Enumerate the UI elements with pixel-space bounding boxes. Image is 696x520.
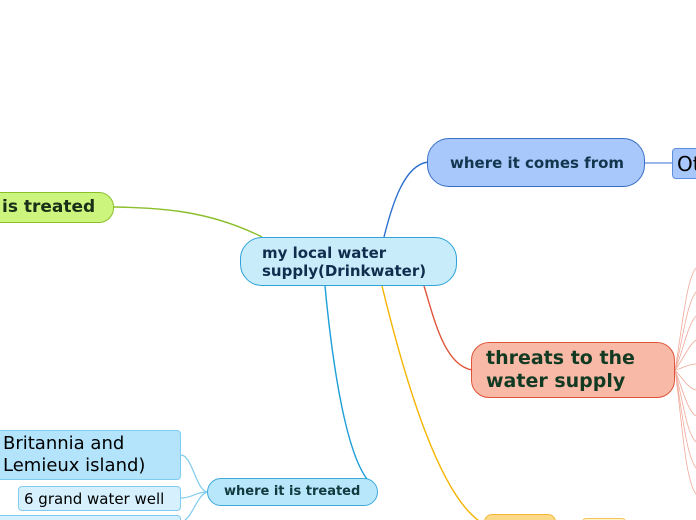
topic-where-it-is-treated[interactable]: where it is treated	[207, 478, 378, 506]
topic-where-it-is-treated-label: where it is treated	[224, 484, 361, 500]
topic-threats[interactable]: threats to the water supply	[471, 342, 675, 398]
topic-is-treated[interactable]: is treated	[0, 192, 114, 223]
connector-central-to-treated-left	[113, 206, 263, 238]
fanout-line	[674, 291, 696, 371]
topic-bottom-partial[interactable]	[484, 514, 556, 520]
fanout-line	[674, 369, 696, 417]
topic-threats-label: threats to the water supply	[486, 347, 635, 392]
subtopic-ot-label: Ot	[677, 151, 696, 176]
fanout-line	[674, 369, 696, 469]
subtopic-ot[interactable]: Ot	[672, 148, 696, 179]
central-topic[interactable]: my local water supply(Drinkwater)	[240, 237, 457, 286]
subtopic-grand-water-well-label: 6 grand water well	[24, 489, 165, 508]
fanout-line	[674, 363, 696, 371]
topic-where-it-comes-from-label: where it comes from	[450, 153, 625, 172]
fanout-line	[674, 267, 696, 371]
connector-treated-to-well	[180, 491, 208, 499]
central-topic-label: my local water supply(Drinkwater)	[262, 243, 427, 280]
fanout-line	[674, 369, 696, 495]
connector-treated-to-partial	[184, 491, 208, 520]
subtopic-britannia-label: Britannia and Lemieux island)	[3, 433, 146, 476]
topic-where-it-comes-from[interactable]: where it comes from	[427, 138, 645, 187]
subtopic-partial[interactable]	[0, 515, 181, 520]
connector-central-to-bottom	[381, 285, 480, 520]
subtopic-grand-water-well[interactable]: 6 grand water well	[18, 486, 181, 511]
fanout-line	[674, 339, 696, 371]
threats-fanout	[674, 267, 696, 495]
fanout-line	[674, 369, 696, 391]
fanout-line	[674, 315, 696, 371]
subtopic-britannia[interactable]: Britannia and Lemieux island)	[0, 430, 181, 480]
fanout-line	[674, 369, 696, 443]
connector-central-to-threats	[423, 285, 473, 371]
topic-is-treated-label: is treated	[2, 197, 96, 218]
connector-central-to-treated-sub	[324, 285, 368, 480]
connector-central-to-comes	[383, 161, 429, 238]
connector-treated-to-britannia	[180, 454, 208, 493]
